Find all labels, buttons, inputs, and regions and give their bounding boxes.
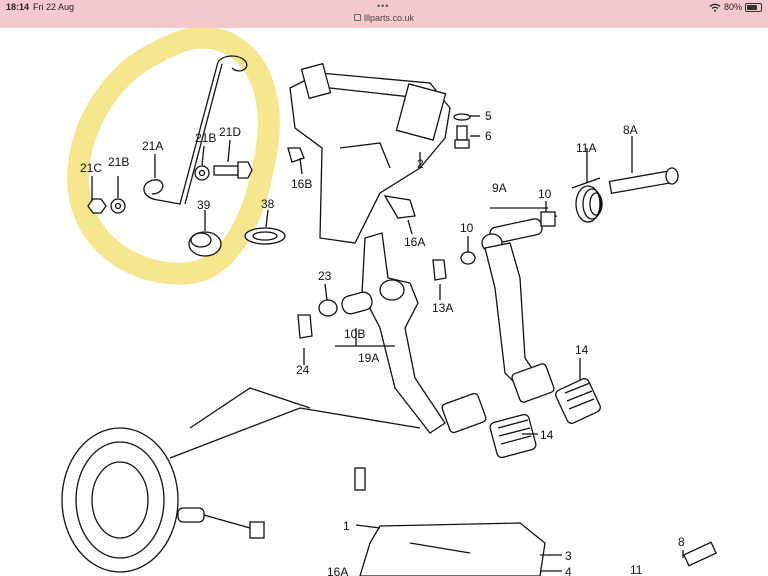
status-time: 18:14 bbox=[6, 2, 30, 12]
pin-8-bottom bbox=[683, 541, 717, 567]
label-23: 23 bbox=[318, 269, 332, 283]
brake-booster bbox=[61, 387, 421, 573]
label-11a: 11A bbox=[576, 141, 596, 155]
label-39: 39 bbox=[197, 198, 211, 212]
bushes-39-38 bbox=[188, 227, 286, 257]
status-bar: 18:14 Fri 22 Aug ••• lllparts.co.uk 80% bbox=[0, 0, 768, 28]
bolt-6 bbox=[453, 113, 471, 149]
pedal-shaft-9a bbox=[460, 211, 558, 265]
part-labels: 21C 21B 21A 21B 21D 39 38 2 5 6 16B 16A … bbox=[80, 109, 685, 576]
cable-rod bbox=[143, 55, 248, 205]
label-2: 2 bbox=[417, 157, 424, 171]
label-21b-left: 21B bbox=[108, 155, 129, 169]
label-1: 1 bbox=[343, 519, 350, 533]
label-21c: 21C bbox=[80, 161, 102, 175]
label-16a-bottom: 16A bbox=[327, 565, 348, 576]
label-21d: 21D bbox=[219, 125, 241, 139]
label-24: 24 bbox=[296, 363, 310, 377]
label-13a: 13A bbox=[432, 301, 453, 315]
status-right: 80% bbox=[709, 2, 762, 12]
label-19a: 19A bbox=[358, 351, 379, 365]
url-text[interactable]: lllparts.co.uk bbox=[363, 13, 415, 23]
label-21a: 21A bbox=[142, 139, 163, 153]
brake-pedal-arm bbox=[484, 242, 555, 403]
label-16b: 16B bbox=[291, 177, 312, 191]
label-8: 8 bbox=[678, 535, 685, 549]
label-21b-right: 21B bbox=[195, 131, 216, 145]
label-10-right: 10 bbox=[538, 187, 552, 201]
pedal-assembly-diagram: 21C 21B 21A 21B 21D 39 38 2 5 6 16B 16A … bbox=[61, 28, 717, 576]
leader-lines bbox=[91, 115, 684, 572]
label-5: 5 bbox=[485, 109, 492, 123]
label-10-left: 10 bbox=[460, 221, 474, 235]
highlight-circle bbox=[67, 28, 280, 285]
clip-24-13a bbox=[297, 259, 447, 339]
label-9a: 9A bbox=[492, 181, 507, 195]
label-16a-top: 16A bbox=[404, 235, 425, 249]
wifi-icon bbox=[709, 3, 721, 12]
pivot-pin-8a bbox=[608, 167, 679, 195]
pedal-rubber-14 bbox=[489, 378, 601, 459]
lower-bracket-1 bbox=[354, 467, 546, 576]
battery-icon bbox=[745, 2, 762, 12]
label-14-mid: 14 bbox=[540, 428, 554, 442]
bushes-23-10b bbox=[318, 291, 373, 317]
label-3: 3 bbox=[565, 549, 572, 563]
address-bar[interactable]: lllparts.co.uk bbox=[0, 13, 768, 23]
pedal-bracket bbox=[289, 62, 451, 244]
status-date: Fri 22 Aug bbox=[33, 2, 75, 12]
label-38: 38 bbox=[261, 197, 275, 211]
clutch-pedal-arm bbox=[361, 232, 487, 434]
tab-dots-icon[interactable]: ••• bbox=[377, 1, 390, 11]
label-11: 11 bbox=[630, 563, 643, 576]
page-content: 21C 21B 21A 21B 21D 39 38 2 5 6 16B 16A … bbox=[0, 28, 768, 576]
return-spring-11a bbox=[571, 177, 603, 223]
battery-percent: 80% bbox=[723, 2, 742, 12]
label-6: 6 bbox=[485, 129, 492, 143]
clip-16b bbox=[287, 147, 305, 163]
label-4: 4 bbox=[565, 565, 572, 576]
washers-nut bbox=[87, 161, 253, 214]
label-10b: 10B bbox=[344, 327, 365, 341]
label-14-right: 14 bbox=[575, 343, 589, 357]
label-8a: 8A bbox=[623, 123, 638, 137]
lock-icon bbox=[353, 14, 361, 21]
